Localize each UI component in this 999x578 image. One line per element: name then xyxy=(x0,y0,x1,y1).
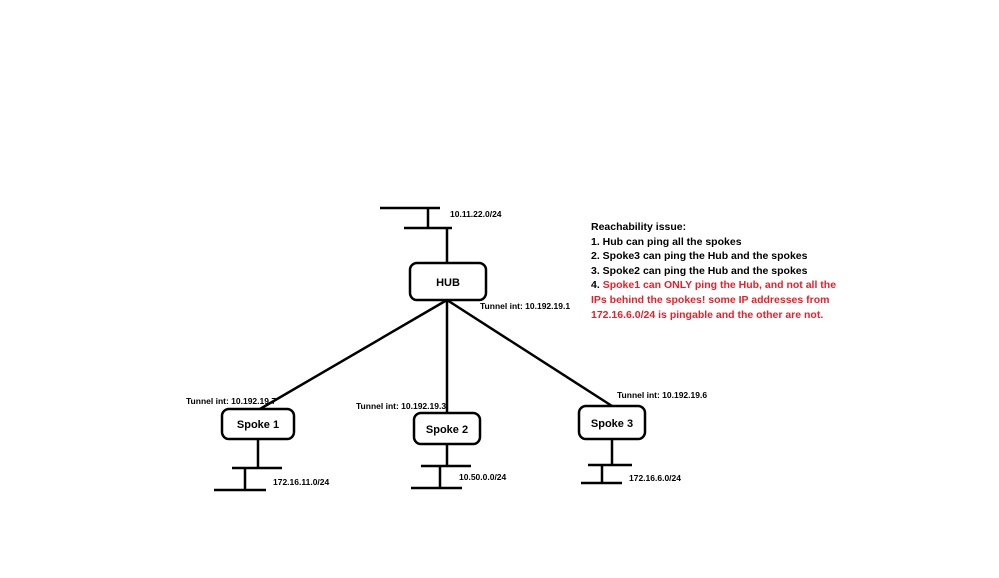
spoke-3-label: Spoke 3 xyxy=(591,418,633,430)
notes-item-4-prefix: 4. xyxy=(591,279,603,292)
spoke-3-lan-segment xyxy=(581,439,632,485)
spoke-1-label: Spoke 1 xyxy=(237,419,279,431)
spoke-2-tunnel-label: Tunnel int: 10.192.19.3 xyxy=(356,401,446,411)
notes-title: Reachability issue: xyxy=(591,221,687,233)
spoke-1-tunnel-label: Tunnel int: 10.192.19.7 xyxy=(186,396,276,406)
notes-item-4-line-3: 172.16.6.0/24 is pingable and the other … xyxy=(591,308,824,321)
notes-item-4: 4. Spoke1 can ONLY ping the Hub, and not… xyxy=(591,278,851,293)
hub-box xyxy=(408,261,488,302)
spoke-1-node: Spoke 1 xyxy=(220,407,296,441)
spoke-2-lan-segment xyxy=(411,444,471,490)
spoke-1-network-label: 172.16.11.0/24 xyxy=(273,477,330,487)
notes-item-1: 1. Hub can ping all the spokes xyxy=(591,235,742,248)
spoke-3-network-label: 172.16.6.0/24 xyxy=(629,473,681,483)
link-hub-spoke-1 xyxy=(259,298,448,411)
reachability-notes: Reachability issue: 1. Hub can ping all … xyxy=(591,220,851,322)
spoke-3-tunnel-label: Tunnel int: 10.192.19.6 xyxy=(617,390,707,400)
hub-tunnel-label: Tunnel int: 10.192.19.1 xyxy=(480,301,570,311)
spoke-2-network-label: 10.50.0.0/24 xyxy=(459,472,507,482)
link-hub-spoke-3 xyxy=(446,298,613,408)
spoke-1-lan-segment xyxy=(214,439,282,492)
spoke-2-label: Spoke 2 xyxy=(426,424,468,436)
spoke-3-node: Spoke 3 xyxy=(577,404,647,441)
hub-lan-segment xyxy=(380,206,452,263)
tunnel-links xyxy=(259,298,613,413)
hub-label: HUB xyxy=(436,277,460,289)
hub-node: HUB xyxy=(408,261,488,302)
hub-network-label: 10.11.22.0/24 xyxy=(450,209,502,219)
spoke-2-node: Spoke 2 xyxy=(412,411,482,446)
notes-item-2: 2. Spoke3 can ping the Hub and the spoke… xyxy=(591,250,808,263)
notes-item-4-line-2: IPs behind the spokes! some IP addresses… xyxy=(591,293,830,306)
notes-item-4-line-1: Spoke1 can ONLY ping the Hub, and not al… xyxy=(602,279,837,292)
notes-item-3: 3. Spoke2 can ping the Hub and the spoke… xyxy=(591,264,808,277)
